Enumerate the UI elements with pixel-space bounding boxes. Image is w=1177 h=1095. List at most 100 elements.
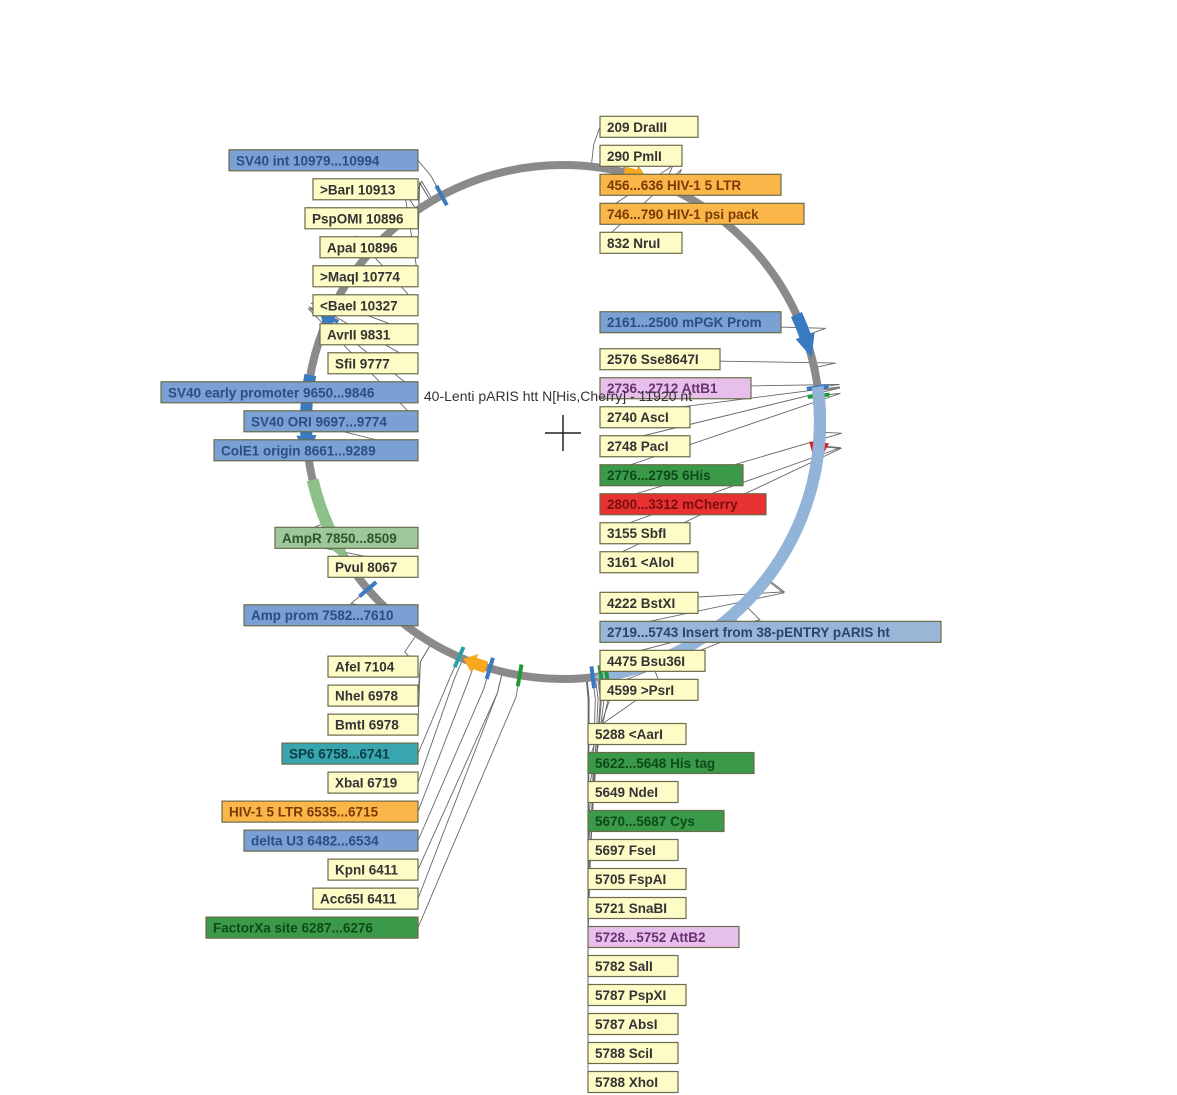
label-2776-2795-6his: 2776...2795 6His bbox=[599, 464, 744, 487]
label-delta-u3-6482-6534: delta U3 6482...6534 bbox=[243, 829, 419, 852]
feature-factorxa-site-mark bbox=[515, 664, 524, 687]
label-5788-xhoi-text: 5788 XhoI bbox=[595, 1075, 658, 1090]
label-kpni-6411-leader bbox=[417, 675, 502, 870]
label-2748-paci-text: 2748 PacI bbox=[607, 439, 669, 454]
label-209-draiii-box bbox=[599, 115, 699, 138]
label-kpni-6411-text: KpnI 6411 bbox=[335, 863, 399, 878]
label-sv40-int-10979-10994: SV40 int 10979...10994 bbox=[228, 149, 419, 172]
label-sv40-early-promoter-9650-9846-box bbox=[160, 381, 419, 404]
label-2719-5743-insert-from-38-pentry-paris-ht-box bbox=[599, 620, 942, 643]
label-456-636-hiv-1-5-ltr-box bbox=[599, 173, 782, 196]
label-5788-scii: 5788 SciI bbox=[587, 1041, 679, 1065]
label-2719-5743-insert-from-38-pentry-paris-ht: 2719...5743 Insert from 38-pENTRY pARIS … bbox=[599, 620, 942, 643]
feature-hiv-1-5-ltr-arrow bbox=[463, 653, 489, 674]
label-nhei-6978-box bbox=[327, 684, 419, 707]
label-pspomi-10896-box bbox=[304, 207, 419, 230]
label-pspomi-10896-text: PspOMI 10896 bbox=[312, 211, 404, 226]
label-2776-2795-6his-text: 2776...2795 6His bbox=[607, 468, 711, 483]
label-4222-bstxi-box bbox=[599, 591, 699, 614]
label-afei-7104-text: AfeI 7104 bbox=[335, 660, 395, 675]
label-2576-sse8647i: 2576 Sse8647I bbox=[599, 348, 721, 371]
label-832-nrui-box bbox=[599, 231, 683, 254]
label-2740-asci-box bbox=[599, 406, 691, 429]
label-amp-prom-7582-7610-text: Amp prom 7582...7610 bbox=[251, 608, 394, 623]
label-acc65i-6411-box bbox=[312, 887, 419, 910]
label-2748-paci-box bbox=[599, 435, 691, 458]
label-apai-10896-box bbox=[319, 236, 419, 259]
feature-mpgk-prom-arrow bbox=[790, 311, 815, 358]
label-3155-sbfi-box bbox=[599, 522, 691, 545]
label-5705-fspai-box bbox=[587, 867, 687, 891]
label-5697-fsei-text: 5697 FseI bbox=[595, 843, 656, 858]
label-2161-2500-mpgk-prom: 2161...2500 mPGK Prom bbox=[599, 311, 782, 334]
label-5788-xhoi: 5788 XhoI bbox=[587, 1070, 679, 1094]
label-456-636-hiv-1-5-ltr-text: 456...636 HIV-1 5 LTR bbox=[607, 178, 741, 193]
label-bari-10913-box bbox=[312, 178, 419, 201]
label-5721-snabi-box bbox=[587, 896, 687, 920]
label-5728-5752-attb2-text: 5728...5752 AttB2 bbox=[595, 930, 706, 945]
label-2736-2712-attb1: 2736...2712 AttB1 bbox=[599, 377, 752, 400]
label-5649-ndei: 5649 NdeI bbox=[587, 780, 679, 804]
label-sv40-early-promoter-9650-9846: SV40 early promoter 9650...9846 bbox=[160, 381, 419, 404]
label-factorxa-site-6287-6276-box bbox=[205, 916, 419, 939]
label-afei-7104-box bbox=[327, 655, 419, 678]
label-3161-aloi-text: 3161 <AloI bbox=[607, 555, 674, 570]
label-5705-fspai: 5705 FspAI bbox=[587, 867, 687, 891]
label-5788-xhoi-box bbox=[587, 1070, 679, 1094]
label-sv40-ori-9697-9774-box bbox=[243, 410, 419, 433]
label-xbai-6719-leader bbox=[417, 662, 462, 783]
label-5670-5687-cys-box bbox=[587, 809, 725, 833]
label-avrii-9831: AvrII 9831 bbox=[319, 323, 419, 346]
label-pspomi-10896: PspOMI 10896 bbox=[304, 207, 419, 230]
label-baei-10327-text: <BaeI 10327 bbox=[320, 298, 398, 313]
label-maqi-10774-leader bbox=[404, 192, 419, 277]
label-2800-3312-mcherry-text: 2800...3312 mCherry bbox=[607, 497, 738, 512]
label-delta-u3-6482-6534-box bbox=[243, 829, 419, 852]
label-5622-5648-his-tag-box bbox=[587, 751, 755, 775]
label-baei-10327-box bbox=[312, 294, 419, 317]
label-290-pmli: 290 PmlI bbox=[599, 144, 683, 167]
label-2576-sse8647i-box bbox=[599, 348, 721, 371]
label-3161-aloi: 3161 <AloI bbox=[599, 551, 699, 574]
label-kpni-6411: KpnI 6411 bbox=[327, 858, 419, 881]
label-apai-10896-text: ApaI 10896 bbox=[327, 240, 398, 255]
label-4222-bstxi-text: 4222 BstXI bbox=[607, 596, 675, 611]
label-4599-psri-box bbox=[599, 678, 699, 701]
label-sv40-early-promoter-9650-9846-text: SV40 early promoter 9650...9846 bbox=[168, 385, 375, 400]
label-5787-absi: 5787 AbsI bbox=[587, 1012, 679, 1036]
label-2736-2712-attb1-box bbox=[599, 377, 752, 400]
label-456-636-hiv-1-5-ltr: 456...636 HIV-1 5 LTR bbox=[599, 173, 782, 196]
label-2740-asci-text: 2740 AscI bbox=[607, 410, 669, 425]
label-delta-u3-6482-6534-text: delta U3 6482...6534 bbox=[251, 834, 379, 849]
label-4475-bsu36i-box bbox=[599, 649, 706, 672]
label-sfii-9777: SfiI 9777 bbox=[327, 352, 419, 375]
label-5670-5687-cys-text: 5670...5687 Cys bbox=[595, 814, 695, 829]
label-832-nrui: 832 NruI bbox=[599, 231, 683, 254]
label-nhei-6978: NheI 6978 bbox=[327, 684, 419, 707]
center-crosshair bbox=[545, 415, 581, 451]
label-2800-3312-mcherry-box bbox=[599, 493, 767, 516]
label-5787-pspxi-box bbox=[587, 983, 687, 1007]
label-5697-fsei: 5697 FseI bbox=[587, 838, 679, 862]
label-ampr-7850-8509-text: AmpR 7850...8509 bbox=[282, 531, 397, 546]
feature-delta-u3-mark bbox=[484, 657, 495, 680]
label-bmti-6978-leader bbox=[417, 646, 430, 725]
label-hiv-1-5-ltr-6535-6715-box bbox=[221, 800, 419, 823]
label-290-pmli-text: 290 PmlI bbox=[607, 149, 662, 164]
label-hiv-1-5-ltr-6535-6715: HIV-1 5 LTR 6535...6715 bbox=[221, 800, 419, 823]
label-5787-pspxi: 5787 PspXI bbox=[587, 983, 687, 1007]
label-maqi-10774: >MaqI 10774 bbox=[312, 265, 419, 288]
label-xbai-6719-box bbox=[327, 771, 419, 794]
label-5721-snabi: 5721 SnaBI bbox=[587, 896, 687, 920]
label-3155-sbfi-text: 3155 SbfI bbox=[607, 526, 666, 541]
label-5705-fspai-text: 5705 FspAI bbox=[595, 872, 666, 887]
label-3161-aloi-box bbox=[599, 551, 699, 574]
label-kpni-6411-box bbox=[327, 858, 419, 881]
label-cole1-origin-8661-9289: ColE1 origin 8661...9289 bbox=[213, 439, 419, 462]
label-5288-aari: 5288 <AarI bbox=[587, 722, 687, 746]
label-bari-10913-text: >BarI 10913 bbox=[320, 182, 396, 197]
label-amp-prom-7582-7610-box bbox=[243, 604, 419, 627]
label-5721-snabi-text: 5721 SnaBI bbox=[595, 901, 667, 916]
feature-amp-prom-mark bbox=[358, 580, 378, 598]
